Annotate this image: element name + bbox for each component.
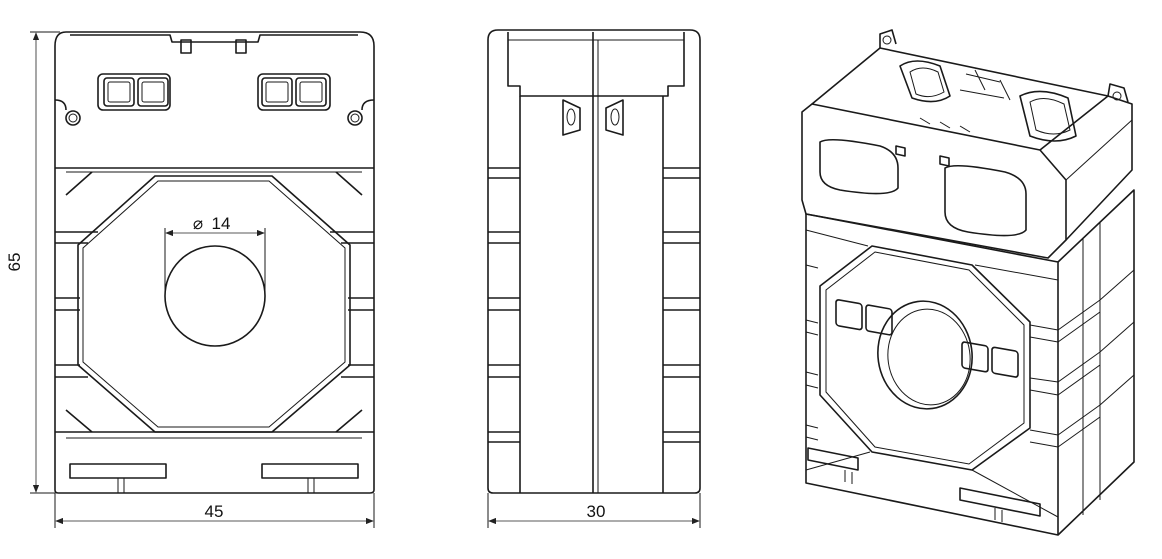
hole-symbol: ⌀ [193,214,203,233]
mount-hole-right [347,110,363,126]
iso-terminal-right [961,341,1019,378]
top-slot-left [180,39,192,54]
top-slot-right [235,39,247,54]
mount-hole-left [65,110,81,126]
terminal-right [257,73,331,111]
front-view [54,31,375,494]
hole-dimension [164,228,266,296]
foot-slot-left [69,463,167,479]
hole-label: 14 [212,214,231,233]
octagon-window [77,175,351,433]
terminal-left [97,73,171,111]
foot-slot-right [261,463,359,479]
side-view [487,29,701,494]
depth-label: 30 [587,502,606,521]
width-label: 45 [205,502,224,521]
width-dimension [54,493,375,528]
iso-hole [877,300,973,410]
depth-dimension [487,493,701,528]
height-dimension [30,31,60,494]
iso-terminal-left [835,299,893,336]
isometric-view [801,29,1135,536]
height-label: 65 [5,253,24,272]
primary-hole [164,245,266,347]
iso-octagon [819,245,1031,471]
